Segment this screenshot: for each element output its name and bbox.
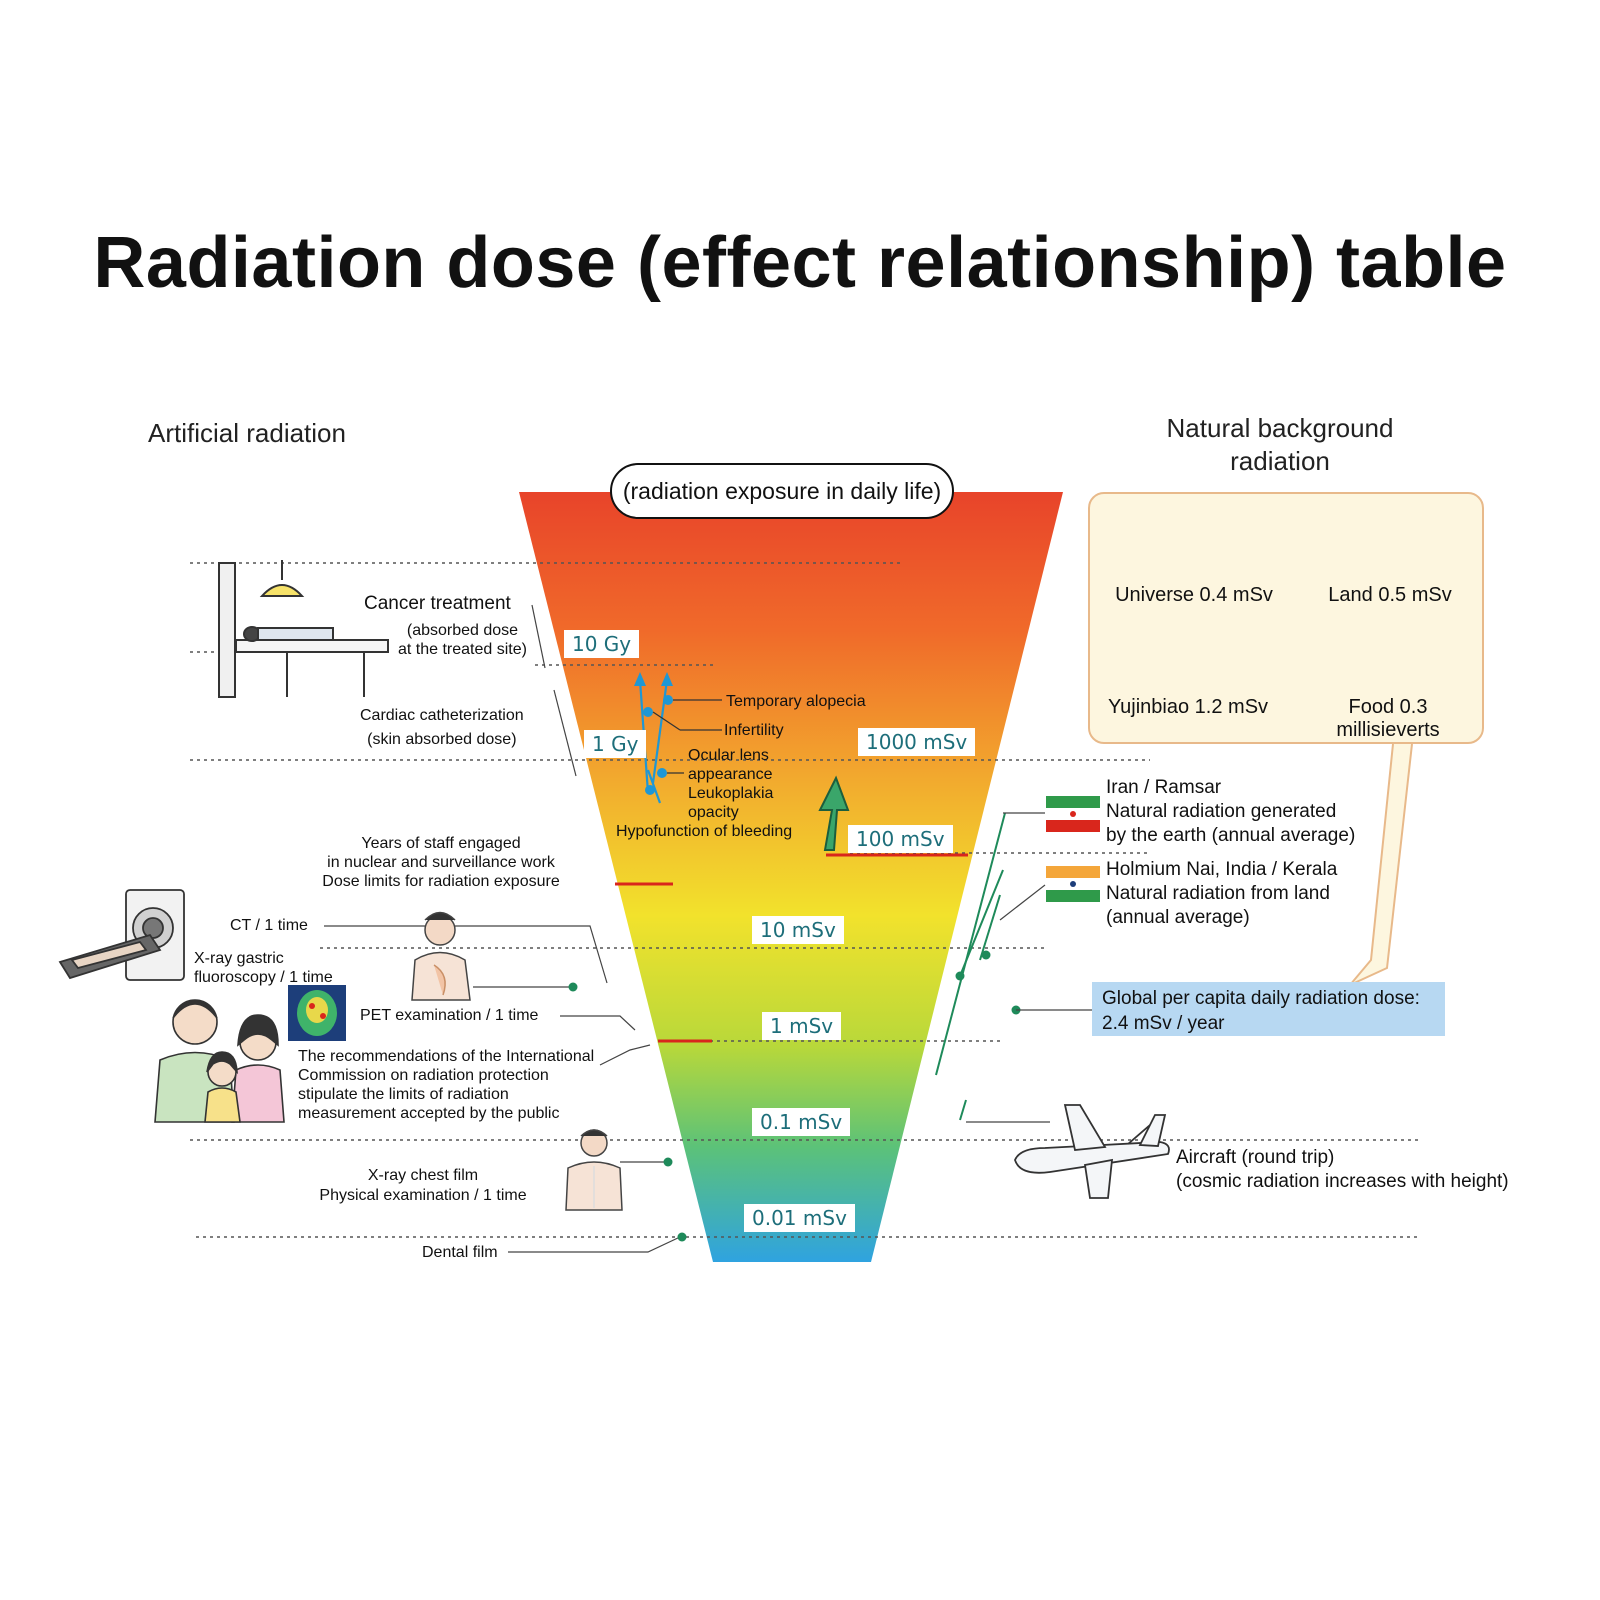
pet-label: PET examination / 1 time (360, 1007, 539, 1024)
effect-alopecia: Temporary alopecia (726, 693, 866, 710)
food-line1: Food 0.3 (1348, 696, 1428, 718)
global-line1: Global per capita daily radiation dose: (1102, 988, 1420, 1009)
xray-gastric-line2: fluoroscopy / 1 time (194, 969, 333, 986)
xray-chest-line1: X-ray chest film (367, 1167, 479, 1184)
xray-gastric-label: X-ray gastric fluoroscopy / 1 time (194, 949, 333, 987)
arrow-up-icon (818, 775, 850, 851)
family-icon (154, 999, 285, 1123)
xray-chest-label: X-ray chest film Physical examination / … (310, 1166, 536, 1206)
global-line2: 2.4 mSv / year (1102, 1013, 1225, 1034)
effect-bleeding: Hypofunction of bleeding (616, 823, 793, 840)
india-kerala-label: Holmium Nai, India / Kerala Natural radi… (1106, 858, 1337, 930)
staff-line3: Dose limits for radiation exposure (322, 873, 560, 890)
cancer-sub-line2: at the treated site) (398, 641, 527, 658)
dose-label-1msv: 1 mSv (762, 1012, 842, 1040)
effect-leaders (652, 699, 722, 774)
xray-chest-line2: Physical examination / 1 time (319, 1187, 527, 1204)
cardiac-line1: Cardiac catheterization (360, 707, 524, 724)
dose-label-1000msv: 1000 mSv (858, 728, 976, 756)
patient-icon (411, 911, 471, 1001)
dose-limit-marks (615, 853, 968, 1043)
iran-ramsar-label: Iran / Ramsar Natural radiation generate… (1106, 776, 1355, 848)
ct-scanner-icon (58, 889, 185, 981)
page-title: Radiation dose (effect relationship) tab… (93, 223, 1507, 303)
iran-line2: Natural radiation generated (1106, 801, 1337, 822)
airplane-icon (1014, 1104, 1170, 1199)
dose-funnel (519, 492, 1063, 1262)
cardiac-catheterization: Cardiac catheterization (skin absorbed d… (360, 704, 524, 752)
food-line2: millisieverts (1336, 719, 1440, 741)
natural-header-line1: Natural background (1166, 413, 1394, 443)
effect-lens-line2: appearance (688, 766, 773, 783)
natural-radiation-header: Natural background radiation (1130, 412, 1430, 478)
hospital-bed-icon (218, 560, 389, 698)
india-line3: (annual average) (1106, 907, 1250, 928)
effect-arrowheads (634, 672, 673, 795)
dose-label-10gy: 10 Gy (564, 630, 640, 658)
staff-dose-limits: Years of staff engaged in nuclear and su… (312, 834, 570, 891)
natural-sources-box (1088, 492, 1484, 744)
aircraft-line2: (cosmic radiation increases with height) (1176, 1171, 1509, 1192)
aircraft-line1: Aircraft (round trip) (1176, 1147, 1335, 1168)
natural-box-tail (1349, 743, 1413, 986)
global-dose-box: Global per capita daily radiation dose: … (1092, 982, 1445, 1036)
staff-line1: Years of staff engaged (361, 835, 521, 852)
dose-label-001msv: 0.01 mSv (744, 1204, 855, 1232)
natural-connector-lines (966, 812, 1092, 1123)
universe-label: Universe 0.4 mSv (1115, 584, 1273, 606)
iran-flag-icon (1046, 796, 1100, 832)
icrp-line2: Commission on radiation protection (298, 1067, 549, 1084)
icrp-recommendation: The recommendations of the International… (298, 1047, 594, 1123)
chest-xray-patient-icon (565, 1129, 623, 1211)
cancer-treatment-title: Cancer treatment (364, 593, 511, 614)
icrp-line1: The recommendations of the International (298, 1048, 595, 1065)
india-line1: Holmium Nai, India / Kerala (1106, 859, 1338, 880)
dose-label-01msv: 0.1 mSv (752, 1108, 851, 1136)
pet-scan-icon (288, 985, 346, 1041)
iran-line1: Iran / Ramsar (1106, 777, 1222, 798)
effect-infertility: Infertility (724, 722, 784, 739)
effect-lens-line4: opacity (688, 804, 739, 821)
yujinbiao-label: Yujinbiao 1.2 mSv (1107, 696, 1269, 718)
natural-header-line2: radiation (1230, 446, 1330, 476)
natural-leader-lines (935, 812, 1006, 1121)
aircraft-label: Aircraft (round trip) (cosmic radiation … (1176, 1146, 1509, 1194)
dose-label-10msv: 10 mSv (752, 916, 844, 944)
cancer-sub-line1: (absorbed dose (406, 622, 519, 639)
icrp-line4: measurement accepted by the public (298, 1105, 560, 1122)
dental-film-label: Dental film (422, 1244, 498, 1261)
staff-line2: in nuclear and surveillance work (327, 854, 555, 871)
india-flag-icon (1046, 866, 1100, 902)
xray-gastric-line1: X-ray gastric (194, 950, 284, 967)
iran-line3: by the earth (annual average) (1106, 825, 1356, 846)
india-line2: Natural radiation from land (1106, 883, 1330, 904)
dose-label-100msv: 100 mSv (848, 825, 953, 853)
artificial-leader-lines (324, 604, 681, 1253)
cancer-treatment-subtitle: (absorbed dose at the treated site) (398, 621, 527, 659)
land-label: Land 0.5 mSv (1328, 584, 1452, 606)
effect-lens-line1: Ocular lens (688, 747, 769, 764)
level-lines (190, 562, 1420, 1238)
ct-label: CT / 1 time (230, 917, 308, 934)
food-label: Food 0.3 millisieverts (1318, 696, 1458, 742)
artificial-radiation-header: Artificial radiation (148, 418, 346, 448)
effect-lens-line3: Leukoplakia (688, 785, 774, 802)
icrp-line3: stipulate the limits of radiation (298, 1086, 509, 1103)
effect-ocular-lens: Ocular lens appearance Leukoplakia opaci… (688, 746, 773, 822)
dose-label-1gy: 1 Gy (584, 730, 647, 758)
funnel-label: (radiation exposure in daily life) (610, 463, 954, 519)
cardiac-line2: (skin absorbed dose) (367, 731, 517, 748)
